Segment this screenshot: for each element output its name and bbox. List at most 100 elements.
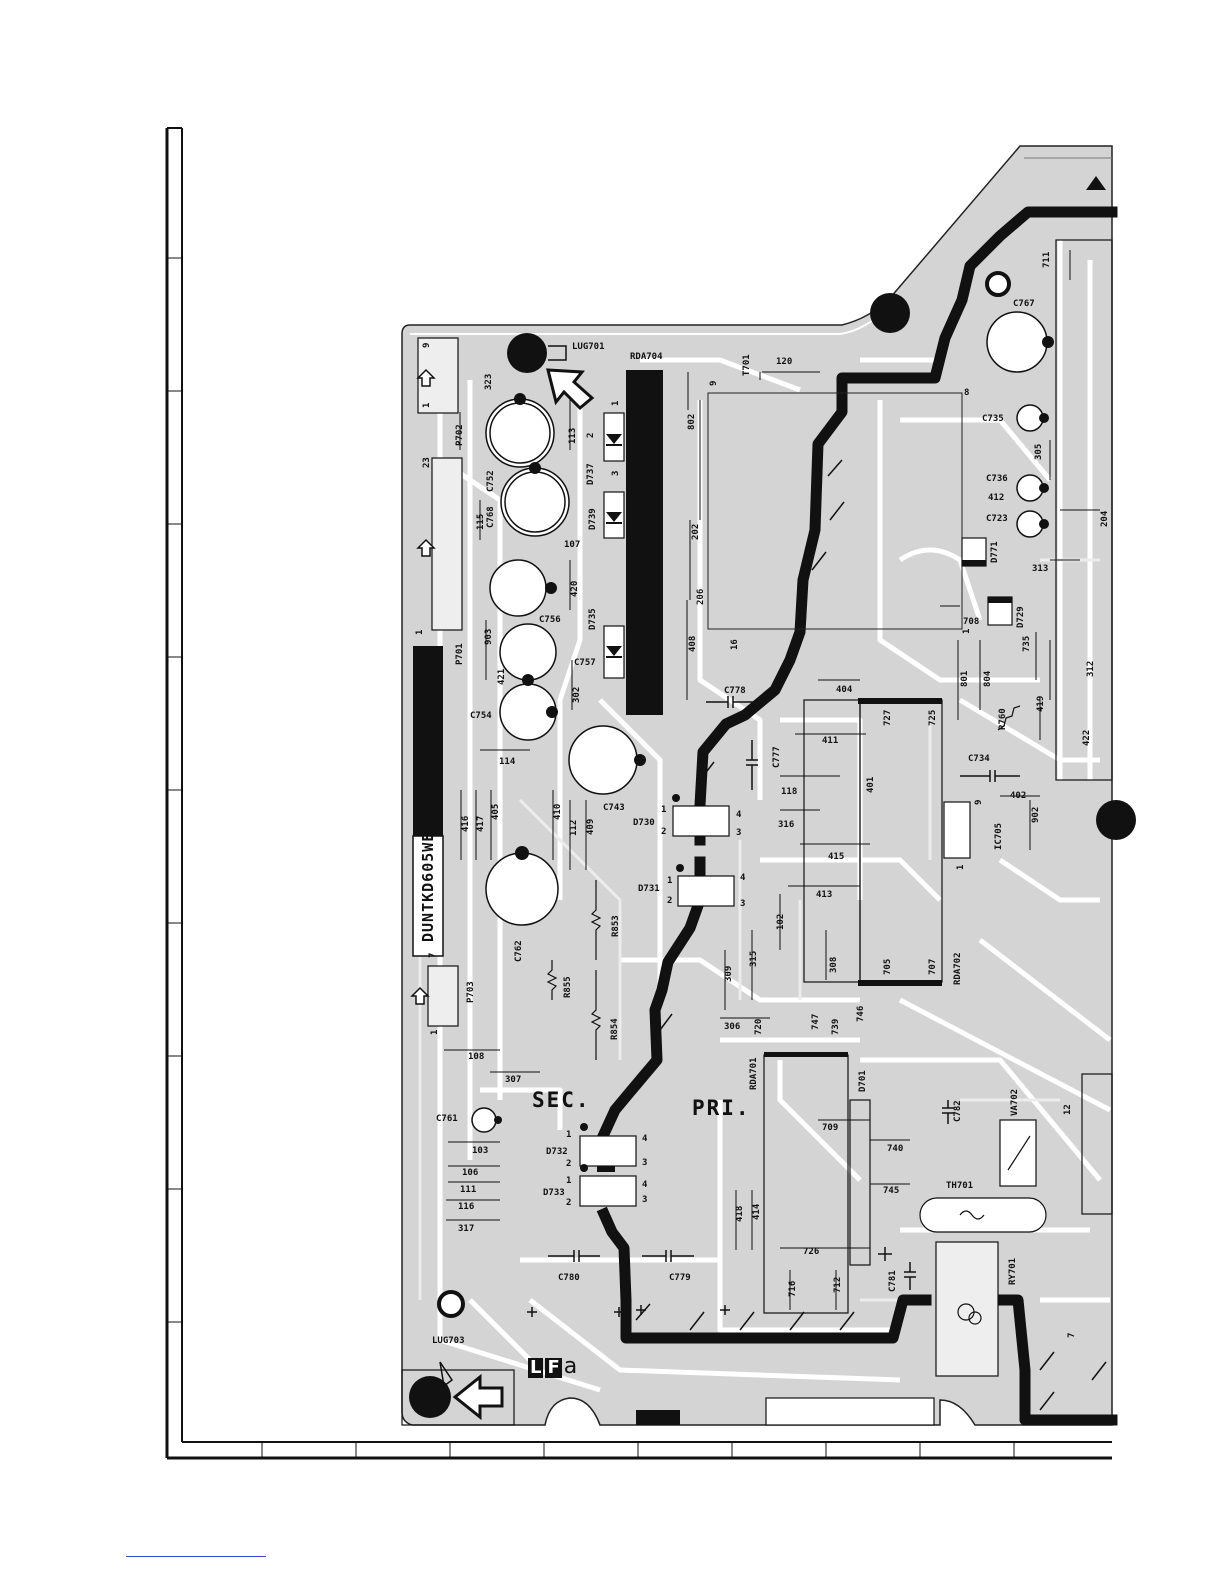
label-n103: 103 xyxy=(472,1146,489,1156)
label-n4c: 4 xyxy=(642,1134,648,1144)
label-n417: 417 xyxy=(476,815,486,832)
label-c736: C736 xyxy=(986,474,1008,484)
label-n202: 202 xyxy=(691,523,701,540)
label-r853: R853 xyxy=(611,915,621,937)
label-n720: 720 xyxy=(754,1018,764,1035)
label-n711: 711 xyxy=(1042,251,1052,268)
label-n107: 107 xyxy=(564,540,581,550)
label-c761: C761 xyxy=(436,1114,458,1124)
label-n206: 206 xyxy=(696,588,706,605)
label-n404: 404 xyxy=(836,685,853,695)
label-n2d: 2 xyxy=(566,1159,572,1169)
label-n804: 804 xyxy=(983,670,993,687)
label-n108: 108 xyxy=(468,1052,485,1062)
label-n115: 115 xyxy=(476,513,486,530)
lf-logo-letter-f: F xyxy=(545,1357,562,1378)
label-n416: 416 xyxy=(461,815,471,832)
label-n23: 23 xyxy=(422,457,432,468)
label-c778: C778 xyxy=(724,686,746,696)
label-d771: D771 xyxy=(990,541,1000,563)
label-n312: 312 xyxy=(1086,660,1096,677)
label-n802: 802 xyxy=(687,413,697,430)
label-n707: 707 xyxy=(928,958,938,975)
label-n405: 405 xyxy=(491,803,501,820)
label-n12: 12 xyxy=(1063,1104,1073,1115)
label-n112: 112 xyxy=(569,819,579,836)
label-n903: 903 xyxy=(484,628,494,645)
label-n414: 414 xyxy=(752,1203,762,1220)
label-n1h: 1 xyxy=(566,1176,572,1186)
label-n747: 747 xyxy=(811,1013,821,1030)
label-n745: 745 xyxy=(883,1186,900,1196)
label-c782: C782 xyxy=(953,1100,963,1122)
label-d739: D739 xyxy=(588,508,598,530)
label-d729: D729 xyxy=(1016,606,1026,628)
label-n323: 323 xyxy=(484,373,494,390)
label-n415: 415 xyxy=(828,852,845,862)
label-n413: 413 xyxy=(816,890,833,900)
label-n307: 307 xyxy=(505,1075,522,1085)
label-c780: C780 xyxy=(558,1273,580,1283)
label-rda704: RDA704 xyxy=(630,352,663,362)
label-n712: 712 xyxy=(833,1276,843,1293)
heatsink-rda704 xyxy=(626,370,663,715)
label-c752: C752 xyxy=(486,470,496,492)
label-n401: 401 xyxy=(866,776,876,793)
label-n118: 118 xyxy=(781,787,798,797)
label-n902: 902 xyxy=(1031,806,1041,823)
label-p702: P702 xyxy=(455,424,465,446)
label-n1a: 1 xyxy=(422,402,432,408)
label-n4a: 4 xyxy=(736,810,742,820)
label-n2e: 2 xyxy=(566,1198,572,1208)
label-n106: 106 xyxy=(462,1168,479,1178)
label-c767: C767 xyxy=(1013,299,1035,309)
label-n4b: 4 xyxy=(740,873,746,883)
label-n16: 16 xyxy=(730,639,740,650)
label-r855: R855 xyxy=(563,976,573,998)
label-n422: 422 xyxy=(1082,729,1092,746)
label-d735: D735 xyxy=(588,608,598,630)
label-n1d: 1 xyxy=(661,805,667,815)
label-n708: 708 xyxy=(963,617,980,627)
label-n726: 726 xyxy=(803,1247,820,1257)
label-n308: 308 xyxy=(829,956,839,973)
label-d730: D730 xyxy=(633,818,655,828)
label-c756: C756 xyxy=(539,615,561,625)
pri-label: PRI. xyxy=(692,1096,751,1120)
label-n309: 309 xyxy=(724,965,734,982)
label-n7a: 7 xyxy=(428,952,438,958)
label-n315: 315 xyxy=(749,950,759,967)
label-n114: 114 xyxy=(499,757,516,767)
label-n2b: 2 xyxy=(661,827,667,837)
label-n1e: 1 xyxy=(667,876,673,886)
label-d701: D701 xyxy=(858,1070,868,1092)
label-r854: R854 xyxy=(610,1018,620,1040)
label-n4d: 4 xyxy=(642,1180,648,1190)
label-n739: 739 xyxy=(831,1018,841,1035)
lug701-arrow-icon xyxy=(546,368,595,411)
lug703-arrow-icon xyxy=(452,1373,504,1421)
label-n3a: 3 xyxy=(611,470,621,476)
sec-label: SEC. xyxy=(532,1088,591,1112)
label-n116: 116 xyxy=(458,1202,475,1212)
label-n3d: 3 xyxy=(642,1158,648,1168)
label-n716: 716 xyxy=(788,1280,798,1297)
label-n1b: 1 xyxy=(611,400,621,406)
label-n1j: 1 xyxy=(956,864,966,870)
label-c779: C779 xyxy=(669,1273,691,1283)
label-n306: 306 xyxy=(724,1022,741,1032)
label-n9a: 9 xyxy=(422,342,432,348)
lf-logo-suffix: a xyxy=(563,1354,578,1379)
label-n316: 316 xyxy=(778,820,795,830)
label-th701: TH701 xyxy=(946,1181,974,1191)
label-n1g: 1 xyxy=(566,1130,572,1140)
label-n7b: 7 xyxy=(1067,1332,1077,1338)
transformer-t701-outline xyxy=(707,392,963,630)
label-n2a: 2 xyxy=(586,432,596,438)
label-n709: 709 xyxy=(822,1123,839,1133)
label-c781: C781 xyxy=(888,1270,898,1292)
label-n8: 8 xyxy=(964,388,970,398)
label-n102: 102 xyxy=(776,913,786,930)
label-n302: 302 xyxy=(572,686,582,703)
